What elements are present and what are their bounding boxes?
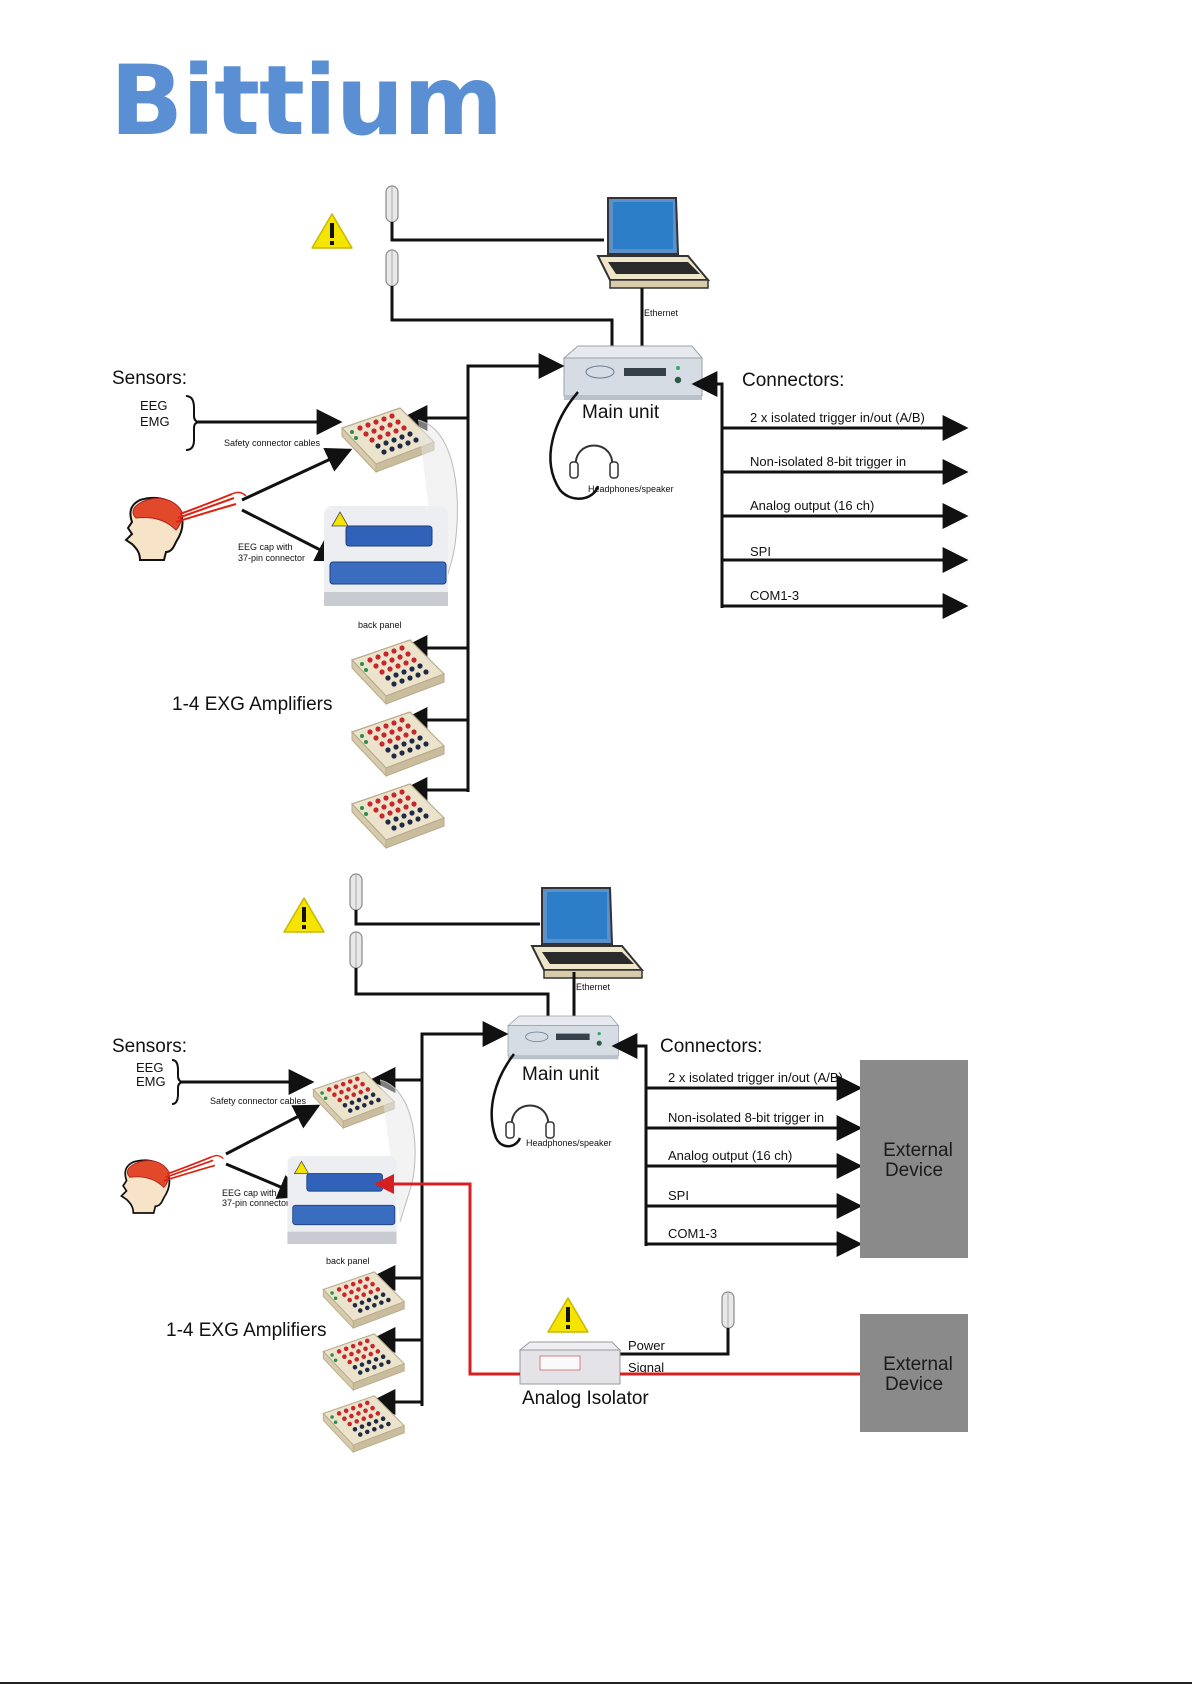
amplifier-icon bbox=[322, 1271, 405, 1329]
amplifier-icon bbox=[322, 1395, 405, 1453]
power-plug-icon bbox=[721, 1291, 735, 1329]
sensors-label: Sensors: bbox=[112, 368, 187, 389]
warning-icon bbox=[283, 897, 325, 933]
analog-isolator-label: Analog Isolator bbox=[522, 1388, 649, 1409]
headphones-icon bbox=[505, 1104, 555, 1139]
connector-item: Non-isolated 8-bit trigger in bbox=[668, 1110, 824, 1125]
connector-item: SPI bbox=[668, 1188, 689, 1203]
bittium-logo: Bittium bbox=[110, 45, 502, 157]
bottom-diagram: Ethernet Main unit Headphones/speaker Se… bbox=[112, 873, 968, 1453]
main-unit-icon bbox=[507, 1015, 619, 1060]
amplifier-icon bbox=[351, 639, 445, 705]
amplifiers-label: 1-4 EXG Amplifiers bbox=[172, 694, 333, 715]
eeg-cap-label-2: 37-pin connector bbox=[222, 1198, 289, 1208]
power-plug-icon bbox=[385, 185, 399, 223]
eeg-cap-head-icon bbox=[125, 491, 247, 561]
external-device-label-2: Device bbox=[885, 1374, 943, 1395]
back-panel-icon bbox=[287, 1155, 397, 1245]
headphones-label: Headphones/speaker bbox=[588, 484, 674, 494]
headphones-icon bbox=[569, 444, 619, 479]
external-device-box bbox=[860, 1060, 968, 1258]
laptop-icon bbox=[531, 887, 643, 979]
laptop-icon bbox=[597, 197, 709, 289]
external-device-label-1: External bbox=[883, 1140, 953, 1161]
connector-item: COM1-3 bbox=[668, 1226, 717, 1241]
connector-item: Analog output (16 ch) bbox=[750, 498, 874, 513]
connector-item: 2 x isolated trigger in/out (A/B) bbox=[668, 1070, 843, 1085]
emg-label: EMG bbox=[140, 414, 170, 429]
connectors-label: Connectors: bbox=[660, 1036, 762, 1057]
amplifier-icon bbox=[351, 783, 445, 849]
power-label: Power bbox=[628, 1338, 666, 1353]
external-device-label-1: External bbox=[883, 1354, 953, 1375]
amplifier-icon bbox=[322, 1333, 405, 1391]
safety-cables-label: Safety connector cables bbox=[210, 1096, 307, 1106]
main-unit-label: Main unit bbox=[522, 1064, 600, 1085]
connector-item: Analog output (16 ch) bbox=[668, 1148, 792, 1163]
external-device-box bbox=[860, 1314, 968, 1432]
eeg-cap-head-icon bbox=[120, 1154, 225, 1214]
power-plug-icon bbox=[349, 931, 363, 969]
headphones-label: Headphones/speaker bbox=[526, 1138, 612, 1148]
sensors-label: Sensors: bbox=[112, 1036, 187, 1057]
connector-item: 2 x isolated trigger in/out (A/B) bbox=[750, 410, 925, 425]
back-panel-icon bbox=[323, 505, 449, 607]
eeg-cap-label-1: EEG cap with bbox=[238, 542, 293, 552]
emg-label: EMG bbox=[136, 1074, 166, 1089]
warning-icon bbox=[311, 213, 353, 249]
top-diagram: Ethernet Main unit Headphones/speaker Se… bbox=[112, 185, 969, 849]
main-unit-label: Main unit bbox=[582, 402, 660, 423]
eeg-cap-label-2: 37-pin connector bbox=[238, 553, 305, 563]
amplifier-icon bbox=[351, 711, 445, 777]
eeg-cap-label-1: EEG cap with bbox=[222, 1188, 277, 1198]
external-device-label-2: Device bbox=[885, 1160, 943, 1181]
safety-cables-label: Safety connector cables bbox=[224, 438, 321, 448]
power-plug-icon bbox=[385, 249, 399, 287]
ethernet-label: Ethernet bbox=[644, 308, 679, 318]
warning-icon bbox=[547, 1297, 589, 1333]
amplifiers-label: 1-4 EXG Amplifiers bbox=[166, 1320, 327, 1341]
connector-item: Non-isolated 8-bit trigger in bbox=[750, 454, 906, 469]
connector-item: COM1-3 bbox=[750, 588, 799, 603]
back-panel-label: back panel bbox=[326, 1256, 370, 1266]
back-panel-label: back panel bbox=[358, 620, 402, 630]
connectors-label: Connectors: bbox=[742, 370, 844, 391]
ethernet-label: Ethernet bbox=[576, 982, 611, 992]
main-unit-icon bbox=[563, 345, 703, 401]
eeg-label: EEG bbox=[136, 1060, 163, 1075]
power-plug-icon bbox=[349, 873, 363, 911]
eeg-label: EEG bbox=[140, 398, 167, 413]
signal-label: Signal bbox=[628, 1360, 664, 1375]
connector-item: SPI bbox=[750, 544, 771, 559]
analog-isolator-icon bbox=[518, 1341, 622, 1385]
